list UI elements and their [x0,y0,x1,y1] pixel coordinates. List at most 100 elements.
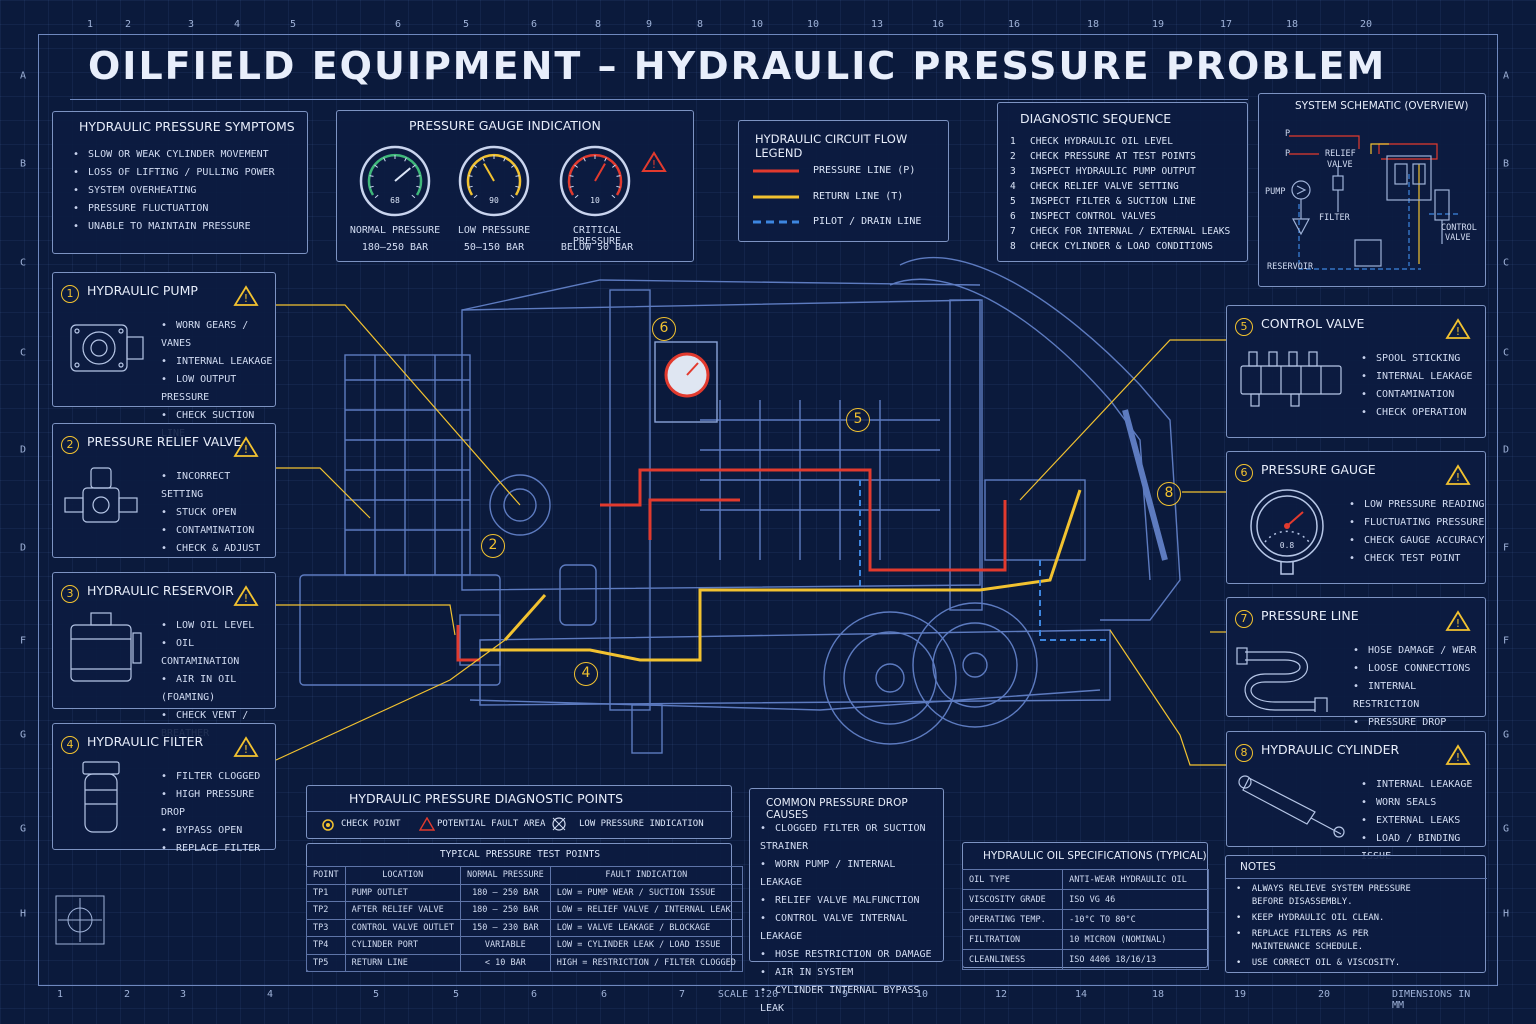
gauge-readout: 10 [590,196,600,205]
symptoms-panel: HYDRAULIC PRESSURE SYMPTOMS SLOW OR WEAK… [52,111,308,254]
component-number: 2 [61,436,79,454]
ruler-tick: 6 [530,19,538,30]
svg-text:!: ! [244,592,248,605]
component-title: HYDRAULIC CYLINDER [1261,742,1400,757]
ruler-tick: 2 [123,989,131,1000]
ruler-tick: 9 [645,19,653,30]
list-item: LOW OUTPUT PRESSURE [161,371,275,407]
table-cell: LOW = PUMP WEAR / SUCTION ISSUE [549,883,743,902]
svg-text:!: ! [244,292,248,305]
component-items: HOSE DAMAGE / WEARLOOSE CONNECTIONSINTER… [1353,642,1485,732]
list-item: STUCK OPEN [161,504,275,522]
ruler-tick: 1 [86,19,94,30]
table-cell: ISO VG 46 [1062,889,1209,910]
test-points-title: TYPICAL PRESSURE TEST POINTS [439,849,601,860]
list-item: PRESSURE DROP [1353,714,1485,732]
list-item: INTERNAL RESTRICTION [1353,678,1485,714]
table-cell: TP2 [306,901,346,920]
ruler-tick: 16 [1007,19,1021,30]
table-cell: VISCOSITY GRADE [961,889,1064,910]
component-panel-pressure-line: 7 PRESSURE LINE ! HOSE DAMAGE / WEARLOOS… [1226,597,1486,728]
table-cell: FILTRATION [961,929,1064,950]
warning-icon: ! [641,151,667,172]
schematic-label-valve: VALVE [1327,160,1353,170]
title-underline [70,99,1248,100]
ruler-tick: A [1503,70,1510,82]
warning-icon: ! [233,285,259,306]
component-items: LOW PRESSURE READINGFLUCTUATING PRESSURE… [1349,496,1484,568]
legend-title: HYDRAULIC CIRCUIT FLOW LEGEND [755,132,908,160]
gauge-dial: 68 [359,145,431,217]
table-cell: PUMP OUTLET [344,883,461,902]
table-cell: 180 – 250 BAR [459,901,551,920]
svg-text:!: ! [244,743,248,756]
table-cell: -10°C TO 80°C [1062,909,1209,930]
oil-specs-title: HYDRAULIC OIL SPECIFICATIONS (TYPICAL) [983,850,1207,862]
check-point-icon [322,819,334,831]
ruler-tick: 10 [806,19,820,30]
table-cell: LOW = CYLINDER LEAK / LOAD ISSUE [549,936,743,955]
component-panel-pressure-relief-valve: 2 PRESSURE RELIEF VALVE ! INCORRECT SETT… [52,423,276,558]
table-cell: CLEANLINESS [961,949,1064,970]
table-cell: < 10 BAR [459,953,551,972]
warning-icon: ! [233,736,259,757]
causes-panel: COMMON PRESSURE DROP CAUSES CLOGGED FILT… [749,788,944,1014]
list-item: WORN SEALS [1361,794,1485,812]
notes-panel: NOTES • ALWAYS RELIEVE SYSTEM PRESSURE B… [1225,855,1487,973]
table-cell: OIL TYPE [961,869,1064,890]
component-number: 1 [61,285,79,303]
legend-label-pilot: PILOT / DRAIN LINE [813,216,922,227]
ruler-tick: 5 [289,19,297,30]
diag-points-title: HYDRAULIC PRESSURE DIAGNOSTIC POINTS [349,791,624,806]
list-item: INTERNAL LEAKAGE [161,353,275,371]
gauge-readout: 68 [390,196,400,205]
list-item: CONTAMINATION [1361,386,1472,404]
ruler-tick: B [1503,158,1510,170]
ruler-tick: 19 [1233,989,1247,1000]
component-panel-pressure-gauge: 6 PRESSURE GAUGE ! 0.8 LOW PRESSURE READ… [1226,451,1486,584]
component-title: HYDRAULIC FILTER [87,734,204,749]
ruler-tick: G [1503,729,1510,741]
ruler-tick: 3 [187,19,195,30]
ruler-tick: 13 [870,19,884,30]
list-item: FLUCTUATING PRESSURE [1349,514,1484,532]
schematic-label-control-valve: VALVE [1445,233,1471,243]
ruler-tick: 18 [1285,19,1299,30]
list-item: SYSTEM OVERHEATING [73,182,275,200]
causes-title: COMMON PRESSURE DROP CAUSES [766,797,908,821]
list-item: CHECK TEST POINT [1349,550,1484,568]
ruler-tick: C [1503,347,1510,359]
list-item: LOOSE CONNECTIONS [1353,660,1485,678]
ruler-tick: C [20,347,27,359]
table-cell: HIGH = RESTRICTION / FILTER CLOGGED [549,953,743,972]
hose-icon [1236,647,1328,712]
ruler-tick: F [1503,542,1510,554]
list-item: LOW OIL LEVEL [161,617,275,635]
list-item: SLOW OR WEAK CYLINDER MOVEMENT [73,146,275,164]
list-item: CHECK GAUGE ACCURACY [1349,532,1484,550]
table-cell: LOW = VALVE LEAKAGE / BLOCKAGE [549,918,743,937]
ruler-tick: 6 [600,989,608,1000]
ruler-tick: 14 [1074,989,1088,1000]
ruler-tick: 12 [994,989,1008,1000]
schematic-label-p2: P [1285,149,1290,159]
component-panel-hydraulic-pump: 1 HYDRAULIC PUMP ! WORN GEARS / VANESINT… [52,272,276,439]
table-header: NORMAL PRESSURE [459,866,551,885]
filter-icon [82,761,120,833]
notes-title: NOTES [1240,861,1276,873]
ruler-tick: 19 [1151,19,1165,30]
legend-label-pressure: PRESSURE LINE (P) [813,165,916,176]
list-item: INCORRECT SETTING [161,468,275,504]
